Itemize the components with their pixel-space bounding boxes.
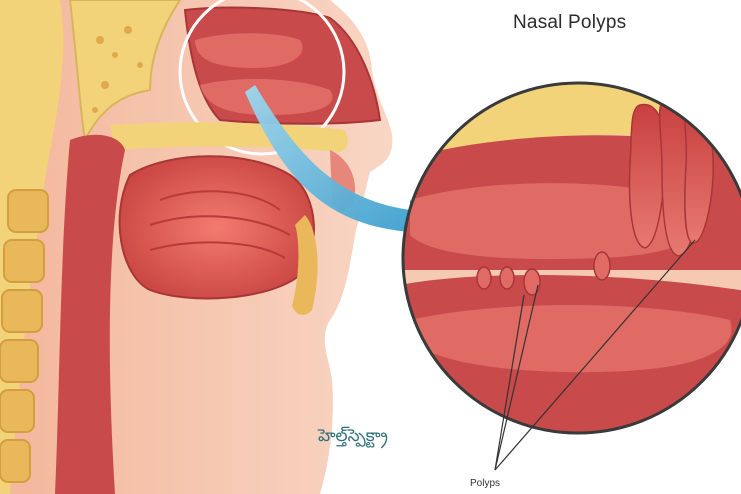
turbinate-upper: [195, 33, 303, 68]
vertebrae: [0, 189, 49, 483]
polyps-label: Polyps: [470, 478, 501, 489]
jaw-bone: [292, 215, 318, 315]
large-polyps: [628, 99, 714, 257]
tongue-ridges: [149, 190, 291, 259]
magnifier-source-circle: [178, 0, 346, 156]
tissue-lower: [410, 305, 732, 373]
figure-title: Nasal Polyps: [513, 12, 627, 33]
bone-texture: [92, 26, 143, 113]
pharynx: [55, 134, 125, 494]
magnifier-ring: [401, 81, 741, 435]
skull-bone: [68, 0, 182, 144]
tongue: [118, 155, 315, 300]
small-polyps: [476, 251, 611, 296]
turbinate-lower: [200, 78, 333, 115]
magnified-view: [401, 81, 741, 471]
polyp-callout-lines: [494, 239, 696, 471]
head-cross-section: [0, 0, 393, 494]
watermark-logo: హెల్త్‌స్పెక్ట్రా: [318, 426, 388, 445]
